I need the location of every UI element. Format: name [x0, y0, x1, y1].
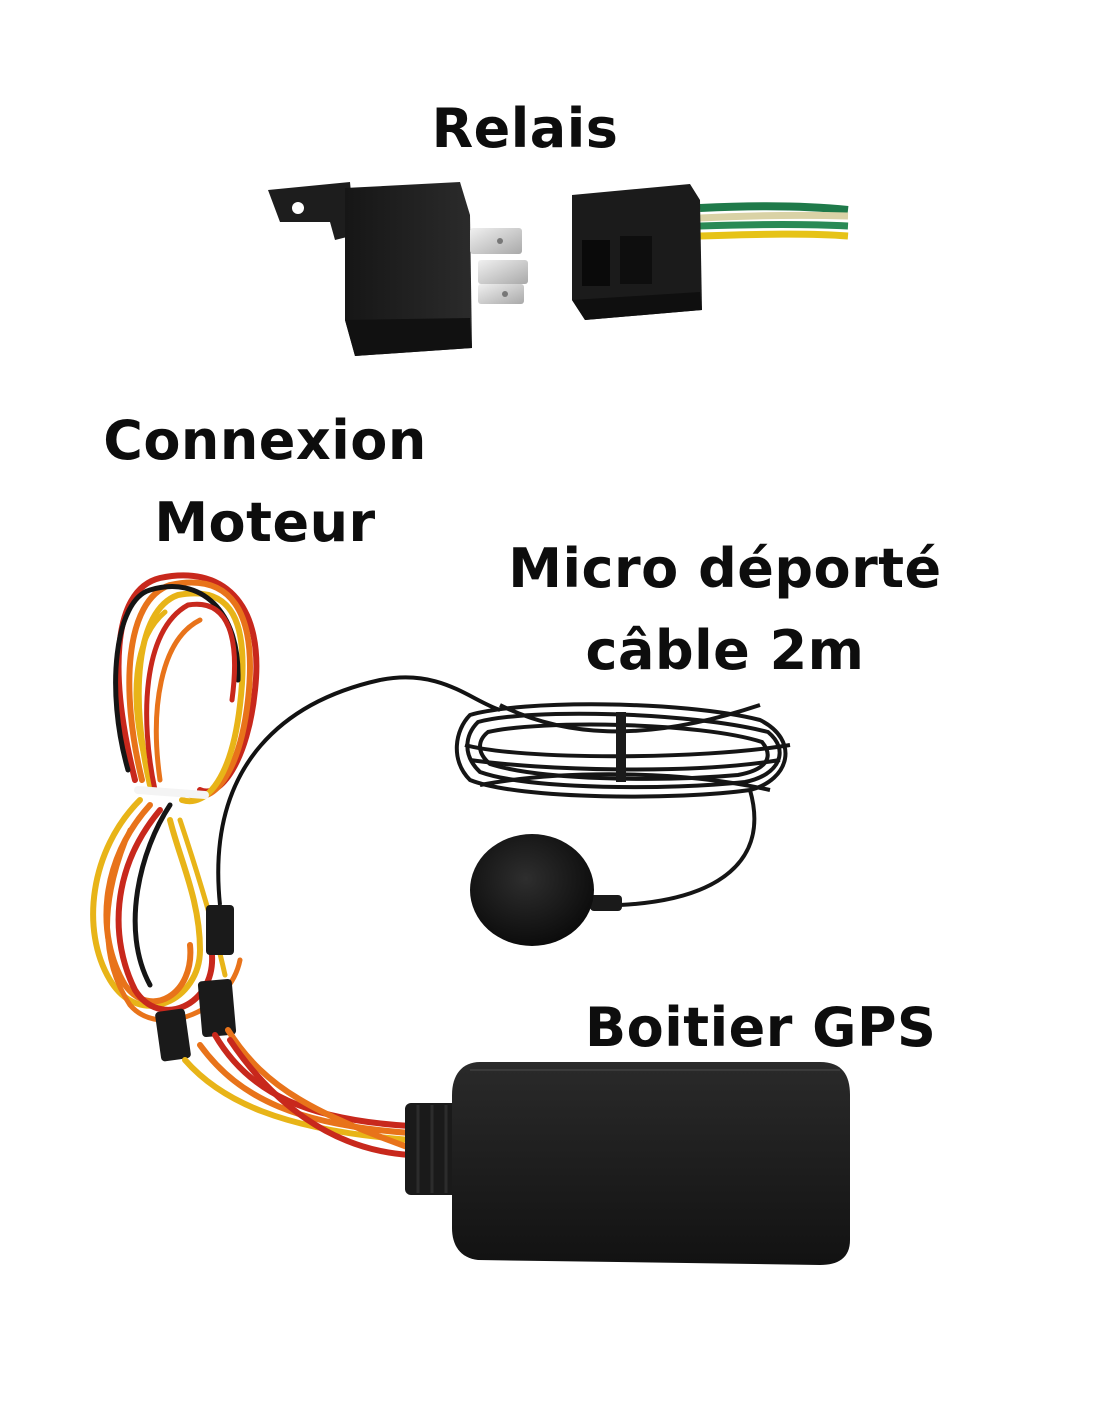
relay-icon — [268, 182, 528, 356]
relais-label: Relais — [380, 96, 670, 162]
boitier-gps-label: Boitier GPS — [585, 995, 937, 1061]
relais-label-text: Relais — [431, 97, 619, 160]
boitier-gps-label-text: Boitier GPS — [585, 996, 937, 1059]
connexion-label-line1: Connexion — [103, 409, 427, 472]
relay-socket-icon — [572, 184, 849, 320]
micro-label-line2: câble 2m — [585, 619, 865, 682]
micro-label: Micro déporté câble 2m — [505, 528, 945, 692]
connexion-moteur-label: Connexion Moteur — [90, 400, 440, 564]
wire-harness-icon — [90, 572, 413, 1158]
gps-box-icon — [405, 1062, 850, 1265]
microphone-icon — [216, 675, 791, 946]
micro-label-line1: Micro déporté — [508, 537, 942, 600]
connexion-label-line2: Moteur — [154, 491, 376, 554]
